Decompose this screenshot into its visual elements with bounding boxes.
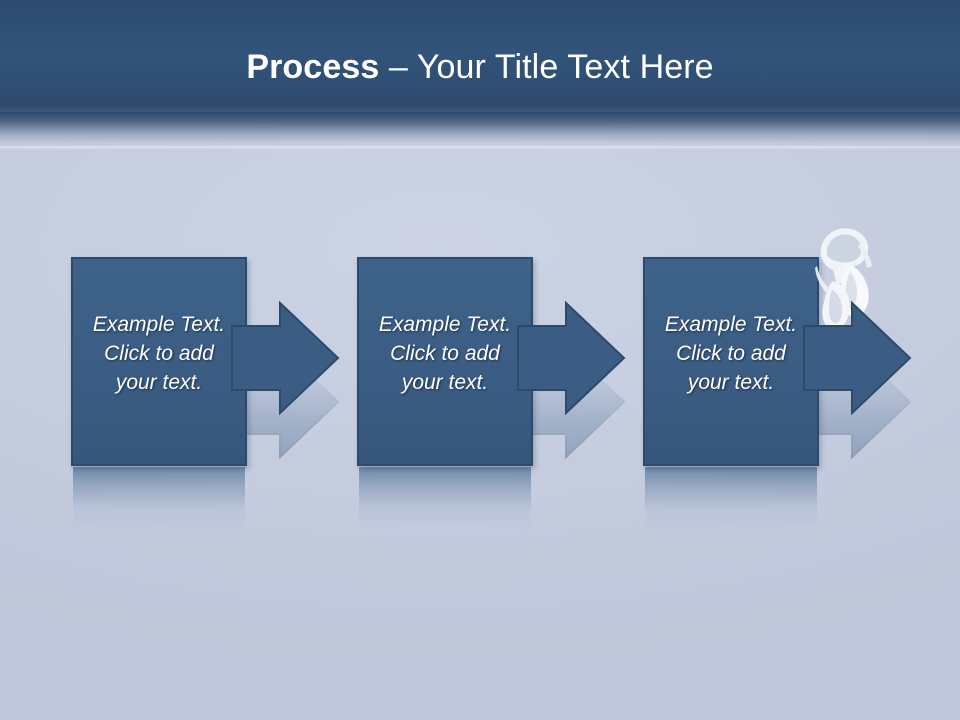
process-arrow-2[interactable] bbox=[517, 300, 628, 416]
floor-sheen bbox=[0, 146, 960, 150]
slide-title-bold: Process bbox=[246, 48, 380, 86]
slide-title: Process – Your Title Text Here bbox=[0, 46, 960, 88]
reflection-box-1 bbox=[73, 467, 245, 531]
process-step-box-2[interactable] bbox=[357, 257, 533, 466]
slide-title-rest: – Your Title Text Here bbox=[379, 48, 714, 86]
process-arrow-3[interactable] bbox=[803, 300, 914, 416]
process-arrow-1[interactable] bbox=[231, 300, 342, 416]
process-step-box-1[interactable] bbox=[71, 257, 247, 466]
header-gradient-fade bbox=[0, 112, 960, 148]
slide-header-band bbox=[0, 0, 960, 113]
process-step-box-3[interactable] bbox=[643, 257, 819, 466]
reflection-box-2 bbox=[359, 467, 531, 531]
reflection-box-3 bbox=[645, 467, 817, 531]
